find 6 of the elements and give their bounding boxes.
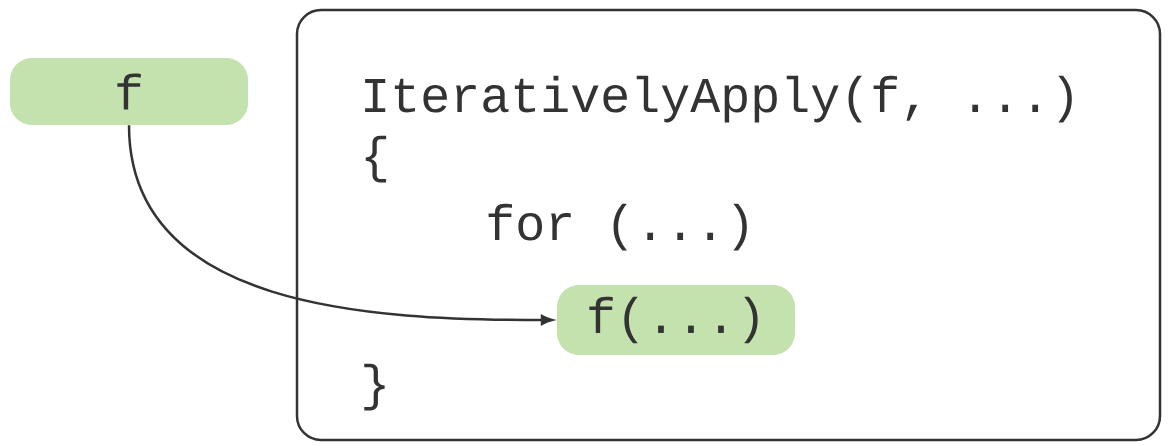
pill-box: f(...)	[557, 285, 795, 355]
code-line: IterativelyApply(f, ...)	[365, 75, 1072, 123]
code-line: for (...)	[488, 203, 747, 251]
code-line: {	[365, 135, 387, 183]
code-line: }	[364, 363, 385, 411]
pill-box: f	[10, 58, 248, 125]
